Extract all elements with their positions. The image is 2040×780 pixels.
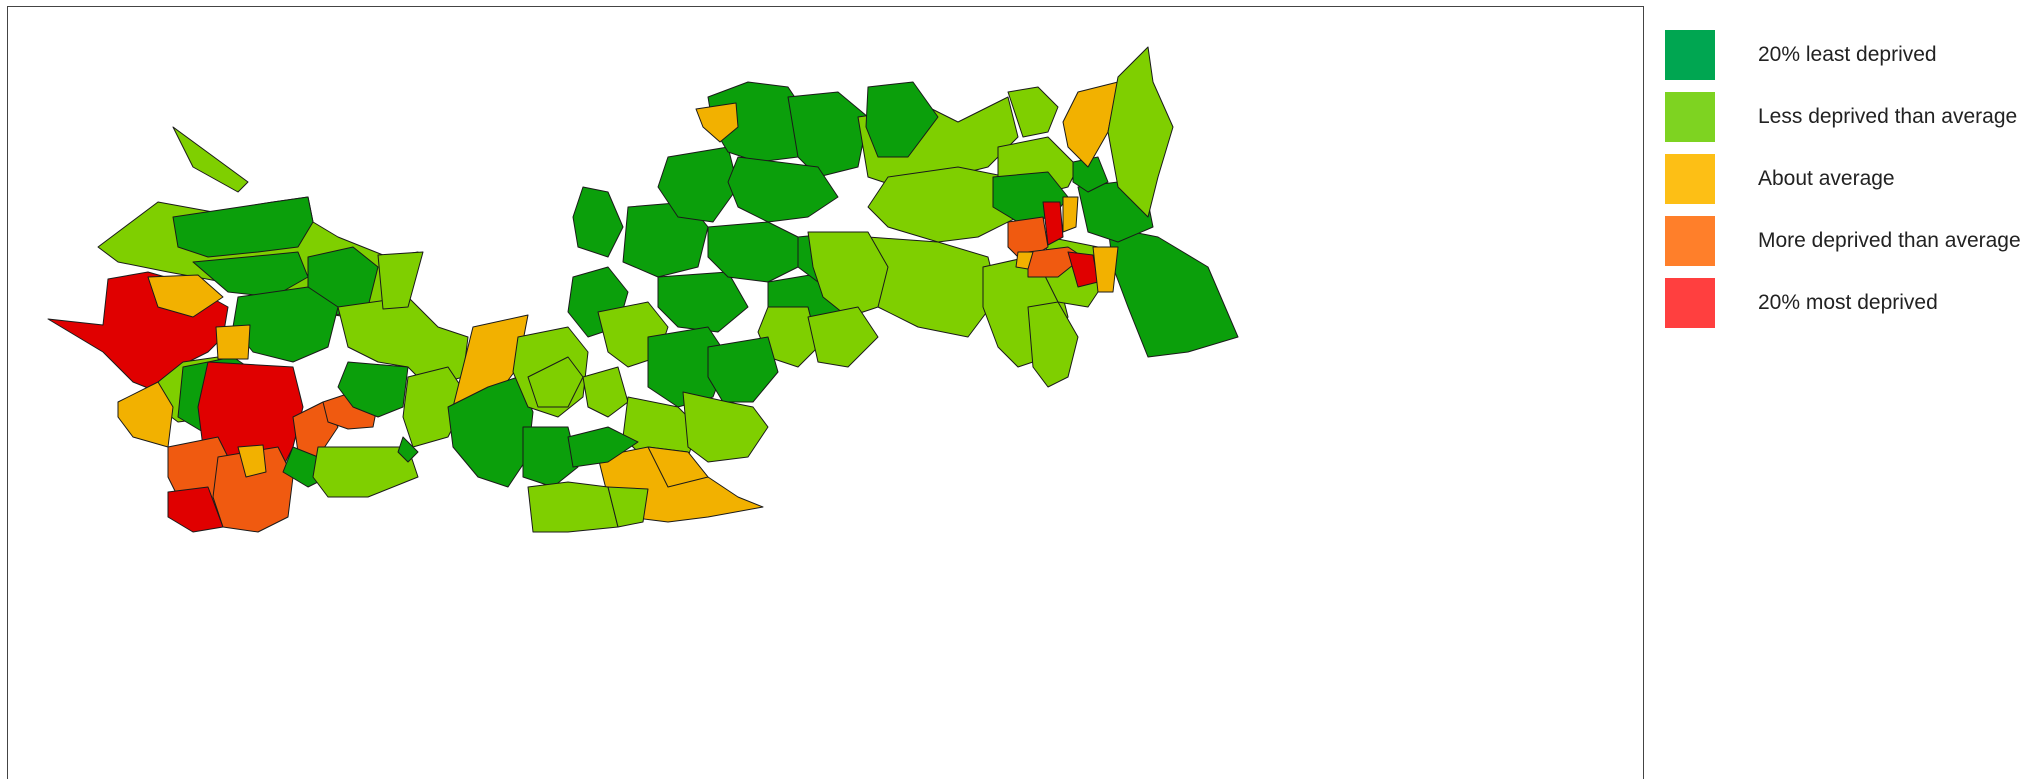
deprivation-map	[47, 46, 1239, 533]
map-frame	[7, 6, 1644, 779]
map-region-least-46	[707, 336, 779, 403]
map-region-less-51	[527, 481, 619, 533]
legend-swatch-less-deprived	[1665, 92, 1715, 142]
map-region-average-10	[215, 324, 251, 360]
map-region-less-54	[527, 356, 584, 408]
map-region-least-35	[657, 271, 749, 333]
legend-item-more-deprived: More deprived than average	[1665, 216, 2035, 278]
legend-label-less-deprived: Less deprived than average	[1758, 105, 2018, 128]
map-region-most-73	[1042, 201, 1064, 246]
map-region-less-22	[377, 251, 424, 310]
map-region-least-41	[707, 221, 799, 283]
map-region-average-38	[695, 102, 739, 143]
legend-label-most-deprived: 20% most deprived	[1758, 291, 1938, 314]
map-region-less-59	[807, 231, 889, 318]
map-region-less-70	[1107, 46, 1174, 218]
map-region-less-62	[1007, 86, 1059, 138]
map-region-average-50	[647, 446, 709, 488]
map-region-average-74	[1062, 196, 1079, 233]
legend-label-least-deprived: 20% least deprived	[1758, 43, 1937, 66]
map-region-least-21	[337, 361, 409, 418]
legend-swatch-most-deprived	[1665, 278, 1715, 328]
map-region-less-30	[582, 366, 629, 418]
map-region-least-28	[522, 426, 579, 488]
legend-item-about-average: About average	[1665, 154, 2035, 216]
legend-item-most-deprived: 20% most deprived	[1665, 278, 2035, 340]
map-region-less-64	[1027, 301, 1079, 388]
map-region-least-39	[787, 91, 869, 178]
legend-swatch-more-deprived	[1665, 216, 1715, 266]
map-region-least-25	[397, 436, 419, 463]
map-region-least-40	[727, 156, 839, 223]
legend-label-about-average: About average	[1758, 167, 1895, 190]
map-region-less-57	[867, 166, 1019, 243]
map-region-least-68	[1072, 156, 1109, 193]
legend-swatch-least-deprived	[1665, 30, 1715, 80]
map-region-least-56	[865, 81, 939, 158]
legend-item-less-deprived: Less deprived than average	[1665, 92, 2035, 154]
legend: 20% least deprived Less deprived than av…	[1665, 30, 2035, 340]
map-region-less-4	[172, 126, 249, 193]
map-region-average-6	[147, 274, 224, 318]
legend-label-more-deprived: More deprived than average	[1758, 229, 2021, 252]
map-region-less-60	[807, 306, 879, 368]
map-regions	[47, 46, 1239, 533]
map-region-less-52	[607, 486, 649, 528]
map-region-most-14	[167, 486, 224, 533]
map-region-average-16	[237, 444, 267, 478]
map-region-least-32	[572, 186, 624, 258]
legend-swatch-about-average	[1665, 154, 1715, 204]
map-region-more-15	[212, 446, 294, 533]
map-region-less-43	[757, 306, 819, 368]
map-region-least-53	[567, 426, 639, 468]
map-region-average-77	[1092, 246, 1119, 293]
legend-item-least-deprived: 20% least deprived	[1665, 30, 2035, 92]
map-region-less-48	[682, 391, 769, 463]
map-region-least-1	[172, 196, 314, 258]
map-region-least-65	[1107, 226, 1239, 358]
map-region-average-78	[1015, 251, 1034, 270]
